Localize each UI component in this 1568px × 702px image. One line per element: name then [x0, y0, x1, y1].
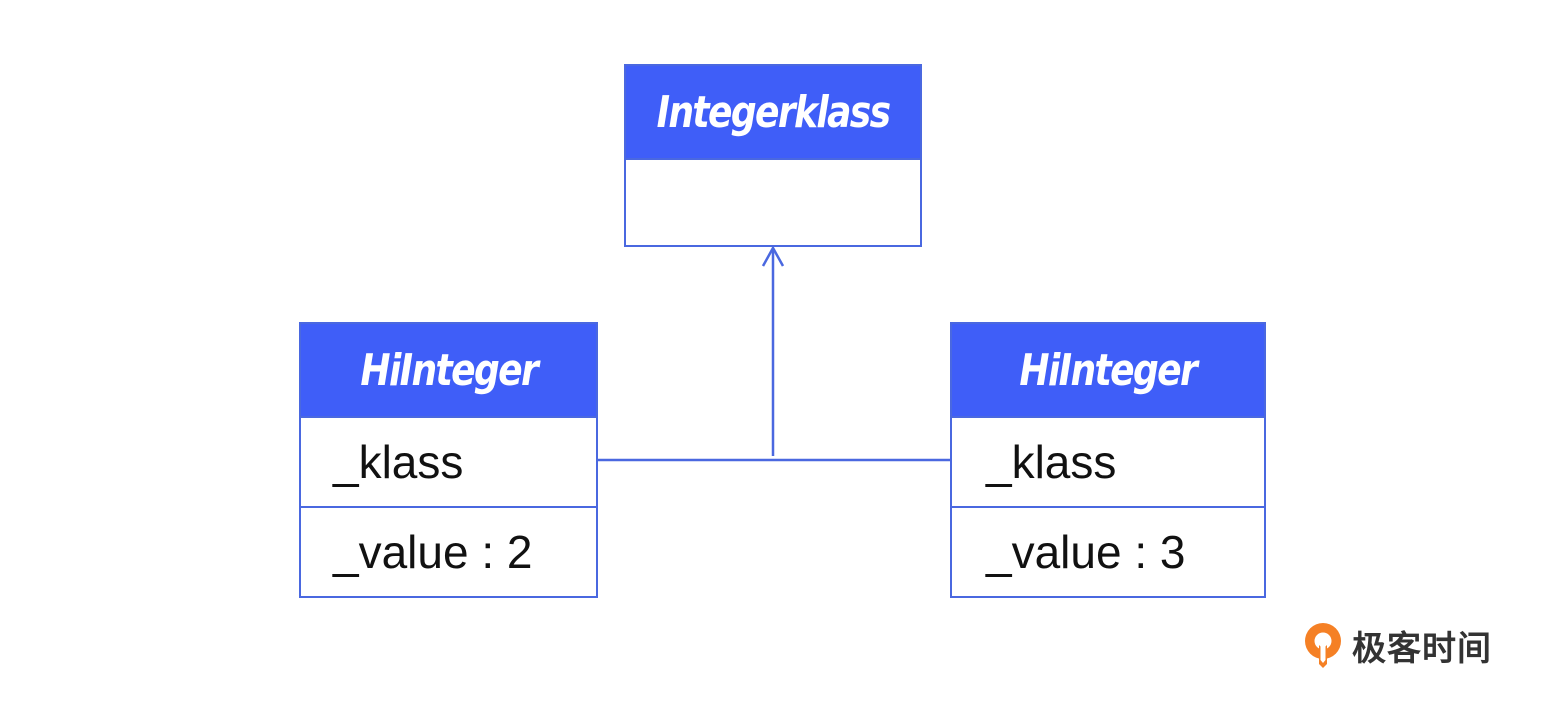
object-header: HiInteger — [952, 324, 1264, 416]
arrowhead-icon — [761, 245, 785, 267]
logo-text: 极客时间 — [1352, 628, 1492, 669]
object-name: HiInteger — [360, 344, 538, 396]
field-value: _value : 2 — [301, 506, 596, 596]
field-klass: _klass — [301, 416, 596, 506]
class-box-integerklass: Integerklass — [624, 64, 922, 247]
field-klass: _klass — [952, 416, 1264, 506]
class-body-empty — [626, 158, 920, 245]
class-header: Integerklass — [626, 66, 920, 158]
object-box-right: HiInteger _klass _value : 3 — [950, 322, 1266, 598]
object-box-left: HiInteger _klass _value : 2 — [299, 322, 598, 598]
field-value: _value : 3 — [952, 506, 1264, 596]
brand-logo: 极客时间 — [1302, 620, 1492, 670]
geektime-logo-icon — [1305, 623, 1341, 668]
class-name: Integerklass — [656, 86, 892, 138]
object-header: HiInteger — [301, 324, 596, 416]
object-name: HiInteger — [1019, 344, 1198, 396]
